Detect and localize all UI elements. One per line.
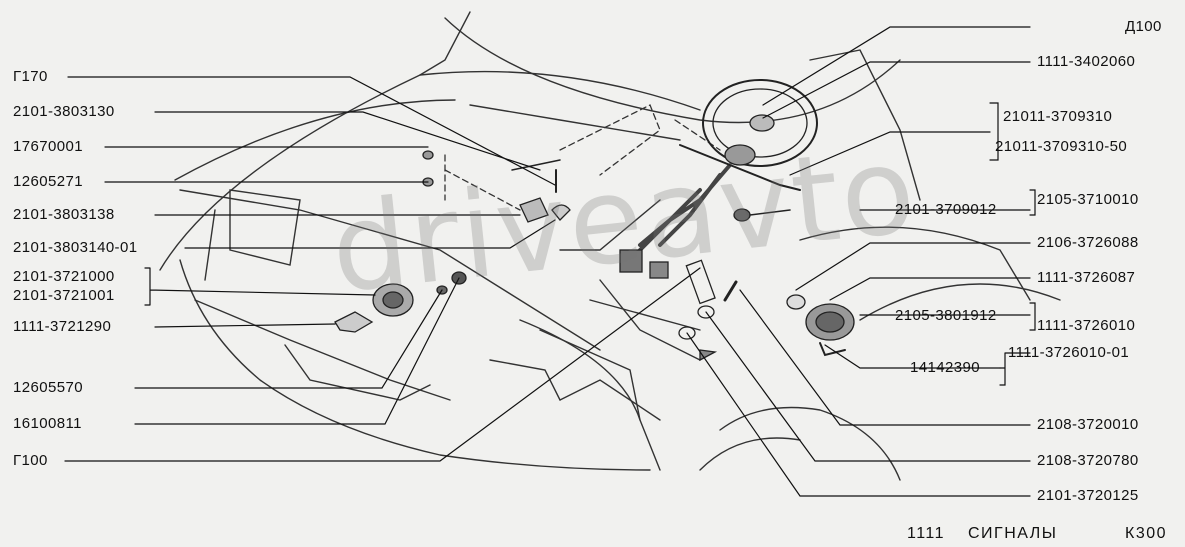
label-2101-3709012: 2101-3709012 [895,201,997,218]
label-17670001: 17670001 [13,138,83,155]
label-21011-3709310-50: 21011-3709310-50 [995,138,1128,155]
bolt [422,150,434,160]
horn-button [749,114,775,132]
horn-bracket [334,311,374,333]
label-2101-3720125: 2101-3720125 [1037,487,1139,504]
label-1111-3721290: 1111-3721290 [13,318,112,335]
screw [723,280,738,302]
label-2106-3726088: 2106-3726088 [1037,234,1139,251]
dashed-routing [444,104,721,211]
label-1111-3726010: 1111-3726010 [1037,317,1136,334]
label-2108-3720780: 2108-3720780 [1037,452,1139,469]
footer-model: 1111 [907,525,946,542]
label-d100: Д100 [1125,18,1162,35]
label-14142390: 14142390 [910,359,980,376]
label-2105-3801912: 2105-3801912 [895,307,997,324]
label-2101-3721000: 2101-3721000 [13,268,115,285]
steering-wheel [702,79,818,167]
label-12605271: 12605271 [13,173,83,190]
label-2101-3721001: 2101-3721001 [13,287,115,304]
label-12605570: 12605570 [13,379,83,396]
label-21011-3709310: 21011-3709310 [1003,108,1113,125]
label-g100: Г100 [13,452,48,469]
clip [551,204,571,221]
label-1111-3726087: 1111-3726087 [1037,269,1136,286]
relay-bracket [685,259,716,305]
switch-unit [724,144,756,166]
label-2101-3803138: 2101-3803138 [13,206,115,223]
label-16100811: 16100811 [13,415,82,432]
car-body-outline [159,11,1061,481]
footer-code: К300 [1125,525,1168,542]
parts [334,79,855,362]
lamp-bulb [786,294,806,310]
label-2101-3803140-01: 2101-3803140-01 [13,239,138,256]
label-1111-3402060: 1111-3402060 [1037,53,1136,70]
label-2101-3803130: 2101-3803130 [13,103,115,120]
bracket-a [519,197,549,223]
label-1111-3726010-01: 1111-3726010-01 [1008,344,1130,361]
leader-lines [64,26,1036,497]
label-2105-3710010: 2105-3710010 [1037,191,1139,208]
label-2108-3720010: 2108-3720010 [1037,416,1139,433]
connector-block [619,249,643,273]
wiring-harness [638,163,732,252]
footer-title: СИГНАЛЫ [968,525,1058,542]
label-g170: Г170 [13,68,48,85]
